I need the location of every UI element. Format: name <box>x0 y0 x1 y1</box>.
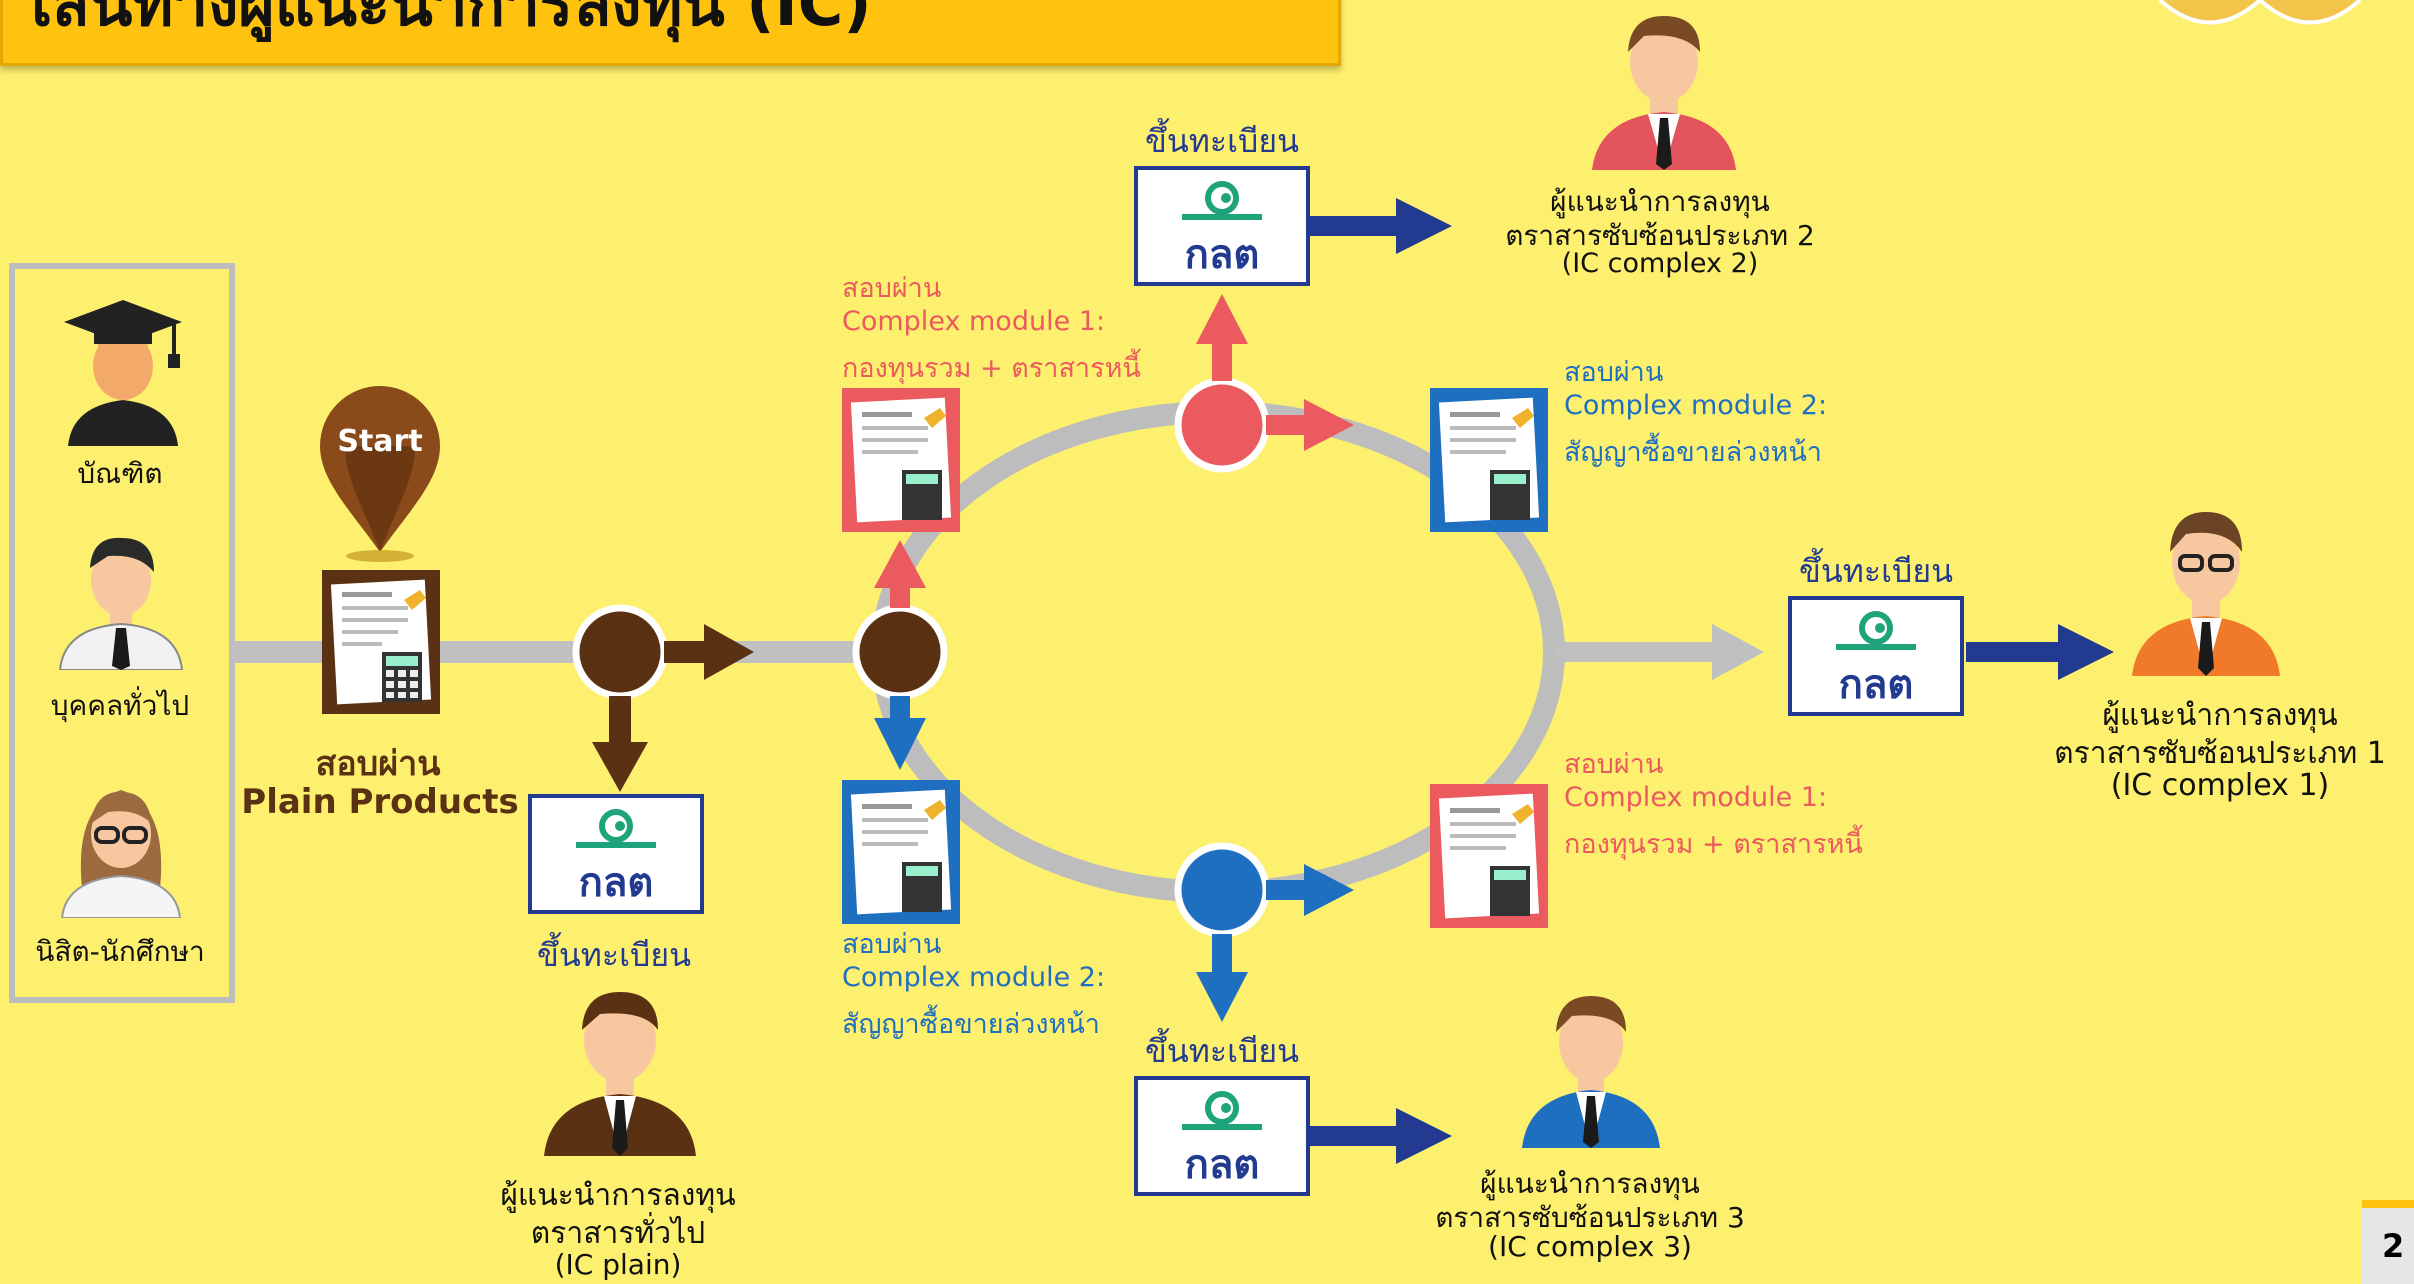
node-after-plain <box>572 604 668 700</box>
sec-logo-text: กลต <box>1838 662 1914 708</box>
ic-plain-line2: ตราสารทั่วไป <box>530 1216 706 1251</box>
sec-register-box-complex1: กลต <box>1788 596 1964 716</box>
sec-logo-text: กลต <box>578 860 654 906</box>
ic-plain-person-icon <box>540 980 700 1156</box>
exam-top-left-pass: สอบผ่าน <box>842 273 942 304</box>
exam-bottom-left-detail: สัญญาซื้อขายล่วงหน้า <box>842 1009 1100 1040</box>
exam-bottom-right-pass: สอบผ่าน <box>1564 749 1664 780</box>
exam-bottom-left-module: Complex module 2: <box>842 962 1106 993</box>
sec-register-box-complex3: กลต <box>1134 1076 1310 1196</box>
graduate-icon <box>58 296 188 446</box>
general-person-icon <box>56 528 186 670</box>
sec-register-box-plain: กลต <box>528 794 704 914</box>
exam-top-right-pass: สอบผ่าน <box>1564 357 1664 388</box>
audience-frame <box>9 263 235 1003</box>
exam-document-bottom-right <box>1430 784 1548 928</box>
register-label-plain: ขึ้นทะเบียน <box>537 936 691 974</box>
ic-complex3-line1: ผู้แนะนำการลงทุน <box>1480 1167 1700 1200</box>
ic-complex1-person-icon <box>2126 500 2286 676</box>
node-red-top <box>1174 377 1270 473</box>
exam-top-right-module: Complex module 2: <box>1564 390 1828 421</box>
exam-top-right-detail: สัญญาซื้อขายล่วงหน้า <box>1564 437 1822 468</box>
plain-pass-label: สอบผ่าน <box>315 744 441 784</box>
ic-complex2-line3: (IC complex 2) <box>1561 248 1759 279</box>
corner-logo <box>2158 0 2362 25</box>
ic-complex2-line2: ตราสารซับซ้อนประเภท 2 <box>1505 219 1815 252</box>
audience-student: นิสิต-นักศึกษา <box>35 935 205 968</box>
exam-document-top-right <box>1430 388 1548 532</box>
ic-complex3-line3: (IC complex 3) <box>1488 1230 1692 1263</box>
plain-exam-document-icon <box>322 570 440 714</box>
student-icon <box>56 776 186 918</box>
register-label-complex2: ขึ้นทะเบียน <box>1145 122 1299 160</box>
start-pin-label: Start <box>337 424 423 459</box>
ic-complex2-line1: ผู้แนะนำการลงทุน <box>1550 185 1770 218</box>
node-blue-bottom <box>1174 842 1270 938</box>
exam-bottom-right-module: Complex module 1: <box>1564 782 1828 813</box>
ic-complex1-line3: (IC complex 1) <box>2110 768 2330 803</box>
title-banner: เส้นทางผู้แนะนำการลงทุน (IC) <box>0 0 1341 66</box>
exam-document-bottom-left <box>842 780 960 924</box>
ic-complex3-line2: ตราสารซับซ้อนประเภท 3 <box>1435 1201 1745 1234</box>
register-label-complex3: ขึ้นทะเบียน <box>1145 1032 1299 1070</box>
register-label-complex1: ขึ้นทะเบียน <box>1799 552 1953 590</box>
ic-complex3-person-icon <box>1516 988 1666 1148</box>
exam-top-left-module: Complex module 1: <box>842 306 1106 337</box>
exam-top-left-detail: กองทุนรวม + ตราสารหนี้ <box>842 353 1141 384</box>
ic-complex1-line2: ตราสารซับซ้อนประเภท 1 <box>2054 736 2386 771</box>
audience-general: บุคคลทั่วไป <box>50 689 190 722</box>
exam-bottom-left-pass: สอบผ่าน <box>842 929 942 960</box>
exam-document-top-left <box>842 388 960 532</box>
node-ring-entry <box>852 604 948 700</box>
sec-register-box-complex2: กลต <box>1134 166 1310 286</box>
exam-bottom-right-detail: กองทุนรวม + ตราสารหนี้ <box>1564 829 1863 860</box>
ic-complex1-line1: ผู้แนะนำการลงทุน <box>2102 698 2338 733</box>
audience-graduate: บัณฑิต <box>77 457 163 490</box>
ic-plain-line1: ผู้แนะนำการลงทุน <box>500 1178 736 1213</box>
page-title: เส้นทางผู้แนะนำการลงทุน (IC) <box>31 0 872 40</box>
ic-complex2-person-icon <box>1584 6 1744 170</box>
sec-logo-text: กลต <box>1184 232 1260 278</box>
sec-logo-text: กลต <box>1184 1142 1260 1188</box>
page-number: 2 <box>2362 1200 2414 1284</box>
exit-arrowhead <box>1712 624 1764 680</box>
ic-plain-line3: (IC plain) <box>554 1248 682 1281</box>
plain-products-label: Plain Products <box>241 782 519 822</box>
